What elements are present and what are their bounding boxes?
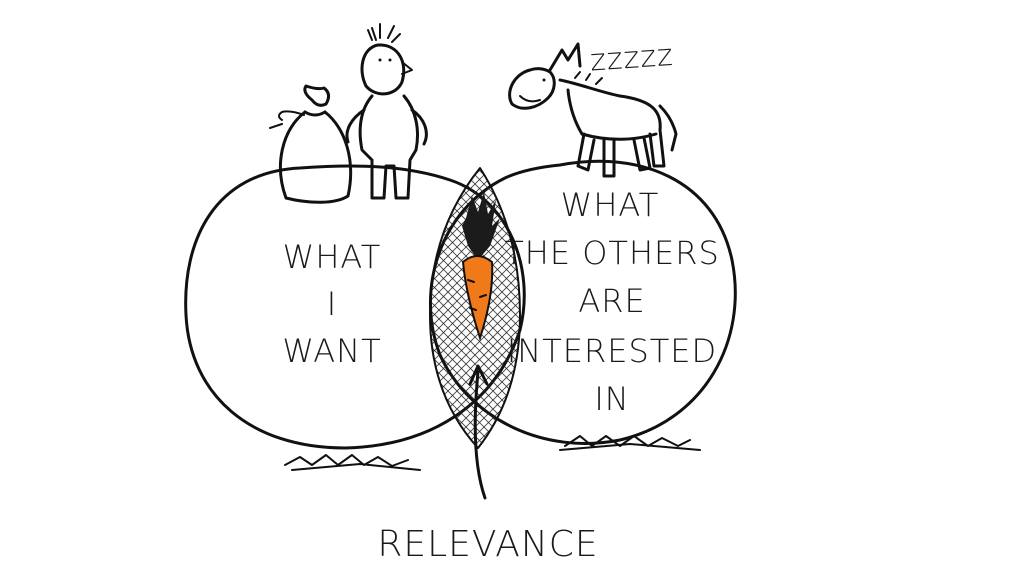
hatch-line: [513, 168, 520, 448]
hatch-line: [676, 160, 976, 460]
sack-icon: [269, 84, 353, 204]
hatch-line: [667, 160, 967, 460]
hatch-line: [430, 168, 509, 448]
hatch-line: [430, 168, 518, 448]
hatch-line: [430, 168, 520, 448]
hatch-line: [430, 168, 520, 448]
hatch-line: [0, 160, 229, 460]
hatch-line: [430, 168, 446, 448]
hatch-line: [430, 168, 520, 448]
hatch-line: [685, 160, 985, 460]
hatch-line: [430, 168, 520, 448]
hatch-line: [46, 160, 346, 460]
hatch-line: [430, 168, 464, 448]
overlap-hatch: [0, 160, 1024, 460]
ground-scribble-left: [284, 454, 421, 471]
carrot-marks: [467, 279, 487, 311]
hatch-line: [430, 168, 520, 448]
sleep-zzz-text: zzzzz: [589, 38, 675, 79]
left-label-line-1: WHAT: [283, 238, 382, 276]
hatch-line: [10, 160, 310, 460]
hatch-line: [430, 168, 520, 448]
hatch-line: [712, 160, 1012, 460]
hatch-line: [64, 160, 364, 460]
overlap-outline: [429, 167, 521, 449]
hatch-line: [430, 168, 520, 448]
relevance-label: RELEVANCE: [377, 524, 598, 565]
hatch-line: [430, 168, 437, 448]
hatch-line: [430, 168, 520, 448]
hatch-line: [109, 160, 409, 460]
hatch-line: [649, 160, 949, 460]
hatch-line: [430, 168, 520, 448]
left-circle: [184, 164, 526, 450]
hatch-line: [430, 168, 520, 448]
hatch-line: [430, 168, 464, 448]
hatch-line: [430, 168, 520, 448]
right-label-line-2: THE OTHERS: [504, 234, 720, 272]
hatch-line: [127, 160, 427, 460]
right-label-line-1: WHAT: [561, 186, 660, 224]
hatch-line: [430, 168, 520, 448]
hatch-line: [430, 168, 455, 448]
hatch-line: [1, 160, 301, 460]
right-label-line-4: INTERESTED: [507, 332, 717, 370]
carrot-leaves: [462, 192, 500, 260]
hatch-line: [430, 168, 520, 448]
carrot-icon: [461, 192, 500, 342]
hatch-line: [109, 160, 409, 460]
hatch-line: [513, 168, 520, 448]
right-label-line-5: IN: [594, 380, 629, 418]
hatch-line: [0, 160, 274, 460]
hatch-line: [430, 168, 518, 448]
hatch-line: [430, 168, 520, 448]
hatch-line: [441, 168, 520, 448]
hatch-line: [430, 168, 437, 448]
hatch-line: [0, 160, 247, 460]
hatch-line: [640, 160, 940, 460]
hatch-line: [430, 168, 509, 448]
hatch-line: [721, 160, 1021, 460]
left-label-line-3: WANT: [282, 332, 381, 370]
hatch-line: [658, 160, 958, 460]
hatch-line: [0, 160, 238, 460]
hatch-line: [703, 160, 1003, 460]
hatch-line: [739, 160, 1024, 460]
hatch-line: [430, 168, 520, 448]
hatch-line: [100, 160, 400, 460]
hatch-line: [55, 160, 355, 460]
hatch-line: [622, 160, 922, 460]
ground-scribble-right: [559, 435, 701, 451]
hatch-line: [28, 160, 328, 460]
hatch-line: [19, 160, 319, 460]
hatch-line: [100, 160, 400, 460]
person-icon: [345, 23, 428, 200]
left-circle-label: WHAT I WANT: [282, 238, 382, 370]
right-label-line-3: ARE: [578, 282, 645, 320]
hatch-line: [430, 168, 520, 448]
donkey-icon: [508, 42, 678, 178]
hatch-line: [430, 168, 455, 448]
hatch-line: [118, 160, 418, 460]
hatch-line: [127, 160, 427, 460]
hatch-line: [0, 160, 283, 460]
hatch-line: [430, 168, 520, 448]
hatch-line: [430, 168, 520, 448]
hatch-line: [430, 168, 520, 448]
hatch-line: [432, 168, 520, 448]
right-circle-label: WHAT THE OTHERS ARE INTERESTED IN: [504, 186, 720, 418]
hatch-line: [118, 160, 418, 460]
arrow-icon: [468, 364, 489, 500]
hatch-line: [694, 160, 994, 460]
hatch-line: [91, 160, 391, 460]
left-label-line-2: I: [327, 285, 337, 323]
hatch-line: [730, 160, 1024, 460]
hatch-line: [430, 168, 446, 448]
hatch-line: [0, 160, 292, 460]
carrot-body: [461, 255, 494, 342]
hatch-line: [0, 160, 265, 460]
